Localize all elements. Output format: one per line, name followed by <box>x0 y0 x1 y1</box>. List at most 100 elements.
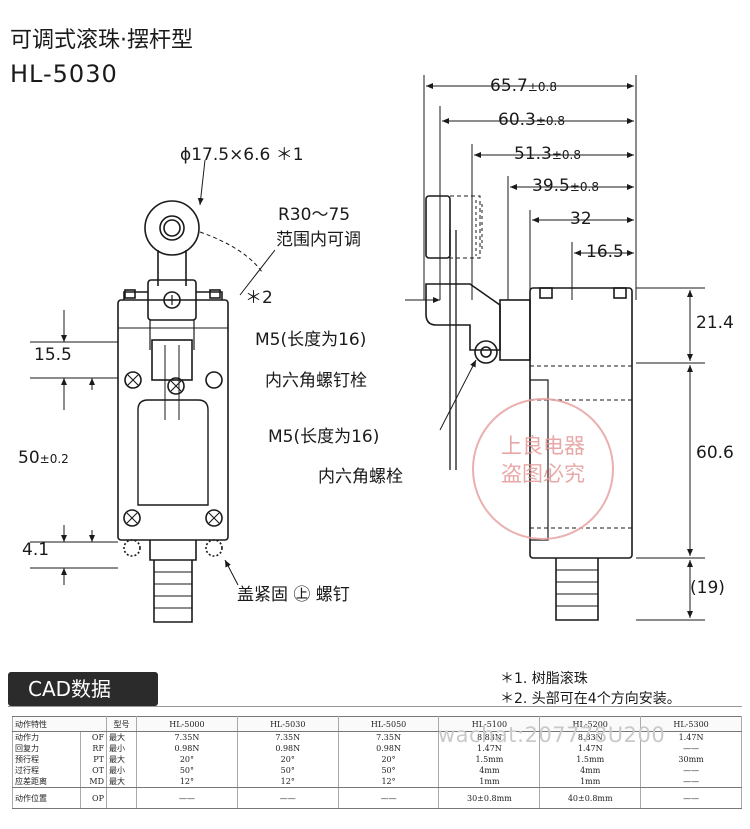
cover-screw-label: 盖紧固 ㊤ 螺钉 <box>237 585 350 605</box>
radius-note-label: 范围内可调 <box>276 230 361 250</box>
cell: 1.5mm <box>539 754 642 765</box>
cell: 12° <box>236 776 339 788</box>
diagram-title: 可调式滚珠·摆杆型 <box>10 28 193 53</box>
cell: 30±0.8mm <box>438 787 541 809</box>
row-code: OP <box>80 787 107 809</box>
copyright-stamp: 上良电器 盗图必究 <box>472 398 614 540</box>
row-code: RF <box>80 743 107 754</box>
header-model-6: HL-5300 <box>640 716 742 732</box>
front-view <box>117 159 276 623</box>
cell: 0.98N <box>236 743 339 754</box>
row-name: 回复力 <box>12 743 81 754</box>
row-name: 应差距离 <box>12 776 81 788</box>
cell: 0.98N <box>337 743 440 754</box>
radius-label: R30～75 <box>278 205 351 225</box>
stamp-line1: 上良电器 <box>501 434 585 458</box>
dim-39-5: 39.5±0.8 <box>532 176 599 196</box>
bolt2-type-label: 内六角螺栓 <box>318 467 403 487</box>
switch-drawing <box>30 75 705 623</box>
row-condition: 最大 <box>106 731 137 743</box>
dim-21-4: 21.4 <box>696 313 734 333</box>
cell: 20° <box>337 754 440 765</box>
dim-50-value: 50 <box>18 448 40 468</box>
cell: 12° <box>136 776 238 788</box>
table-row: 回复力 RF 最小 0.98N 0.98N 0.98N 1.47N 1.47N … <box>12 743 742 754</box>
note-1: ＊1. 树脂滚珠 <box>500 671 588 687</box>
cell: 7.35N <box>136 731 238 743</box>
dim-4-1: 4.1 <box>22 540 50 560</box>
dim-51-3-tolerance: ±0.8 <box>551 148 581 162</box>
header-model-4: HL-5100 <box>438 716 541 732</box>
dim-39-5-tolerance: ±0.8 <box>569 180 599 194</box>
bolt2-spec-label: M5(长度为16) <box>268 427 380 447</box>
cell: —— <box>640 765 742 776</box>
row-name: 动作力 <box>12 731 81 743</box>
cell: —— <box>236 787 339 809</box>
header-model-5: HL-5200 <box>539 716 642 732</box>
cell: 7.35N <box>337 731 440 743</box>
row-name: 过行程 <box>12 765 81 776</box>
cell: 40±0.8mm <box>539 787 642 809</box>
spec-table: 动作特性 型号 HL-5000 HL-5030 HL-5050 HL-5100 … <box>12 716 742 809</box>
cell: 50° <box>236 765 339 776</box>
dim-51-3-value: 51.3 <box>514 144 552 164</box>
table-row: 动作力 OF 最大 7.35N 7.35N 7.35N 8.83N 8.83N … <box>12 731 742 743</box>
dim-50-tolerance: ±0.2 <box>39 452 69 466</box>
cell: 20° <box>236 754 339 765</box>
star2-label: ＊2 <box>245 288 273 308</box>
roller-icon <box>144 200 200 256</box>
dim-32: 32 <box>570 209 592 229</box>
dim-51-3: 51.3±0.8 <box>514 144 581 164</box>
cell: 1mm <box>539 776 642 788</box>
stamp-line2: 盗图必究 <box>501 462 585 486</box>
dim-60-6: 60.6 <box>696 443 734 463</box>
cell: 7.35N <box>236 731 339 743</box>
header-model-1: HL-5000 <box>136 716 238 732</box>
table-row: 应差距离 MD 最大 12° 12° 12° 1mm 1mm —— <box>12 776 742 788</box>
cell: 1.47N <box>640 731 742 743</box>
header-model: 型号 <box>106 716 137 732</box>
header-model-3: HL-5050 <box>337 716 440 732</box>
table-row: 预行程 PT 最大 20° 20° 20° 1.5mm 1.5mm 30mm <box>12 754 742 765</box>
row-condition: 最大 <box>106 754 137 765</box>
row-condition: 最大 <box>106 776 137 788</box>
cell: 12° <box>337 776 440 788</box>
cell: —— <box>640 787 742 809</box>
dim-19: (19) <box>690 578 725 598</box>
cell: —— <box>640 743 742 754</box>
cell: 50° <box>337 765 440 776</box>
cell: 1mm <box>438 776 541 788</box>
cell: 50° <box>136 765 238 776</box>
dim-15-5: 15.5 <box>34 345 72 365</box>
cell: —— <box>337 787 440 809</box>
cell: 0.98N <box>136 743 238 754</box>
dim-50: 50±0.2 <box>18 448 69 468</box>
row-name: 预行程 <box>12 754 81 765</box>
cad-divider <box>8 706 742 707</box>
header-model-2: HL-5030 <box>236 716 339 732</box>
cell: 30mm <box>640 754 742 765</box>
side-view <box>425 195 633 621</box>
row-code: MD <box>80 776 107 788</box>
watermark-text: wachat:207778U200 <box>438 723 666 747</box>
row-condition: 最小 <box>106 765 137 776</box>
dim-65-7-tolerance: ±0.8 <box>527 80 557 94</box>
cell: 20° <box>136 754 238 765</box>
note-2: ＊2. 头部可在4个方向安装。 <box>500 691 681 707</box>
cell: 4mm <box>438 765 541 776</box>
dim-60-3-tolerance: ±0.8 <box>535 114 565 128</box>
row-code: OF <box>80 731 107 743</box>
dim-60-3-value: 60.3 <box>498 110 536 130</box>
dim-65-7: 65.7±0.8 <box>490 76 557 96</box>
row-code: OT <box>80 765 107 776</box>
table-row-op: 动作位置 OP —— —— —— 30±0.8mm 40±0.8mm —— <box>12 787 742 809</box>
spec-header-row: 动作特性 型号 HL-5000 HL-5030 HL-5050 HL-5100 … <box>12 716 742 732</box>
row-name: 动作位置 <box>12 787 81 809</box>
cad-data-banner: CAD数据 <box>8 672 158 706</box>
bolt1-type-label: 内六角螺钉栓 <box>265 371 367 391</box>
model-number: HL-5030 <box>10 60 118 88</box>
table-row: 过行程 OT 最小 50° 50° 50° 4mm 4mm —— <box>12 765 742 776</box>
row-code: PT <box>80 754 107 765</box>
row-condition: 最小 <box>106 743 137 754</box>
dim-60-3: 60.3±0.8 <box>498 110 565 130</box>
